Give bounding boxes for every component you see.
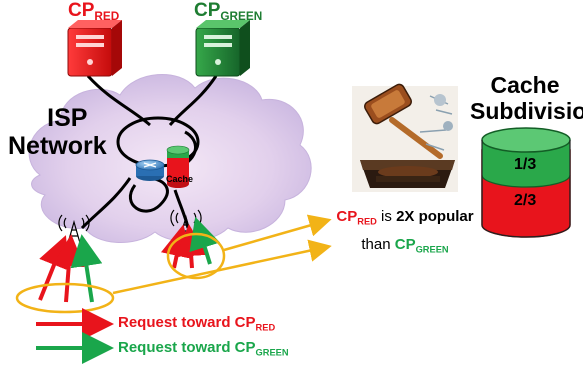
legend-red-label: Request toward CPRED — [118, 314, 275, 332]
legend-green-sub: GREEN — [255, 347, 289, 358]
popularity-statement: CPRED is 2X popular than CPGREEN — [330, 207, 480, 260]
isp-label-line1: ISP — [47, 104, 88, 132]
legend-green-text: Request toward CP — [118, 339, 256, 356]
popularity-middle: is — [376, 208, 397, 225]
connector-arrows — [112, 214, 332, 295]
router-cache-label: Cache — [166, 174, 194, 184]
server-green-label: CPGREEN — [194, 0, 262, 23]
popularity-red-sub: RED — [357, 216, 377, 227]
server-green-label-main: CP — [194, 0, 221, 21]
server-red-label: CPRED — [68, 0, 119, 23]
router-icon — [135, 159, 165, 181]
legend-arrows — [36, 308, 114, 364]
request-arrows-left — [38, 234, 103, 303]
cache-subdivision-icon — [481, 127, 571, 238]
cache-fraction-red: 2/3 — [514, 192, 537, 209]
popularity-line1: CPRED is 2X popular — [330, 207, 480, 231]
server-green-label-sub: GREEN — [220, 10, 263, 24]
cache-subdivision-title-line2: Subdivision — [470, 98, 583, 124]
router-cache-icon — [166, 145, 190, 188]
popularity-factor: 2X popular — [396, 208, 474, 225]
cache-subdivision-title: Cache Subdivision — [470, 72, 583, 124]
server-red-icon — [67, 20, 122, 77]
popularity-line2: than CPGREEN — [330, 235, 480, 259]
isp-label-line2: Network — [8, 132, 107, 160]
popularity-red-main: CP — [336, 208, 358, 225]
gavel-icon — [352, 83, 458, 192]
server-red-label-sub: RED — [94, 10, 120, 24]
popularity-than: than — [361, 236, 395, 254]
server-green-icon — [195, 20, 250, 77]
popularity-green-main: CP — [394, 236, 416, 254]
popularity-green-sub: GREEN — [415, 244, 449, 255]
isp-label: ISP Network — [8, 104, 107, 160]
cache-subdivision-title-line1: Cache — [490, 72, 560, 98]
server-red-label-main: CP — [68, 0, 95, 21]
highlight-ellipses — [15, 232, 226, 314]
request-arrows-right — [161, 216, 221, 269]
legend-green-label: Request toward CPGREEN — [118, 339, 289, 357]
cache-fraction-green: 1/3 — [514, 156, 537, 173]
legend-red-sub: RED — [255, 322, 276, 333]
legend-red-text: Request toward CP — [118, 314, 256, 331]
